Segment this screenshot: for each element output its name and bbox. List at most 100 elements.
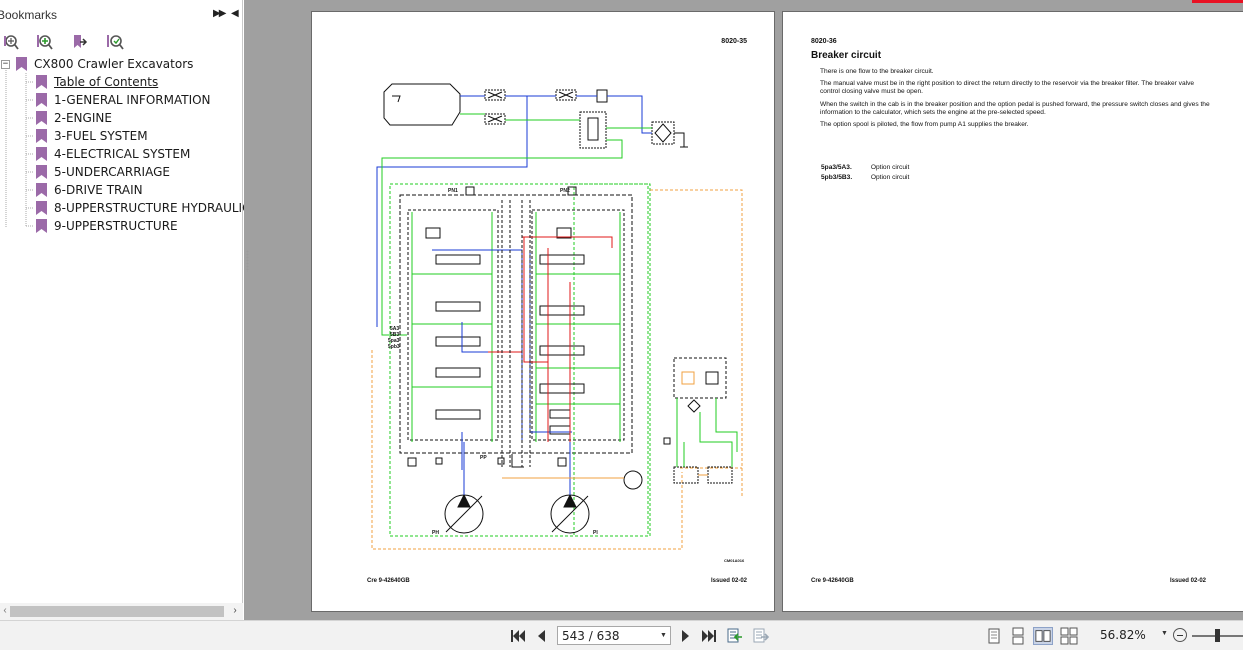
breaker-body xyxy=(383,83,461,126)
bookmark-icon xyxy=(36,165,47,179)
two-page-view-icon[interactable] xyxy=(1033,627,1053,645)
status-toolbar: ▼ 56.82% ▼ xyxy=(0,620,1243,650)
label-pp: PP xyxy=(480,455,487,461)
bookmark-item-table-of-contents[interactable]: Table of Contents xyxy=(36,73,158,91)
bookmark-root[interactable]: CX800 Crawler Excavators xyxy=(16,55,193,73)
control-valve-block xyxy=(399,194,633,454)
previous-view-icon[interactable] xyxy=(726,627,744,645)
bookmark-item-electrical-system[interactable]: 4-ELECTRICAL SYSTEM xyxy=(36,145,190,163)
bookmark-item-upperstructure-hydraulics[interactable]: 8-UPPERSTRUCTURE HYDRAULICS xyxy=(36,199,258,217)
section-body: There is one flow to the breaker circuit… xyxy=(820,68,1210,133)
chevron-down-icon[interactable]: ▼ xyxy=(660,632,667,639)
bookmark-label: CX800 Crawler Excavators xyxy=(34,57,194,71)
panel-splitter-grip[interactable] xyxy=(246,250,249,272)
single-page-view-icon[interactable] xyxy=(984,627,1004,645)
scroll-left-arrow-icon[interactable]: ‹ xyxy=(3,605,7,616)
legend-row: 5pa3/5A3. Option circuit xyxy=(821,163,909,173)
add-bookmark-icon[interactable] xyxy=(36,33,54,51)
bookmarks-header: Bookmarks ▶▶ ◀ xyxy=(0,0,243,30)
expand-bookmark-icon[interactable] xyxy=(2,33,20,51)
label-ph: PH xyxy=(432,530,439,536)
bookmark-properties-icon[interactable] xyxy=(106,33,124,51)
scrollbar-thumb[interactable] xyxy=(10,606,224,617)
bookmark-icon xyxy=(36,75,47,89)
bookmark-icon xyxy=(36,183,47,197)
tree-collapse-toggle[interactable]: − xyxy=(1,59,10,69)
green-line xyxy=(460,113,652,129)
legend-desc: Option circuit xyxy=(870,164,910,171)
two-page-continuous-view-icon[interactable] xyxy=(1059,627,1079,645)
blue-line xyxy=(460,95,652,134)
page-footer-left: Cre 9-42640GB xyxy=(811,578,854,584)
page-footer-right: Issued 02-02 xyxy=(710,578,747,584)
page-number: 8020-35 xyxy=(721,38,747,45)
pdf-page-left: 8020-35 xyxy=(311,11,775,612)
go-to-bookmark-icon[interactable] xyxy=(71,33,89,51)
page-number-input[interactable] xyxy=(562,629,656,643)
zoom-slider-thumb[interactable] xyxy=(1214,629,1220,642)
page-number: 8020-36 xyxy=(811,38,837,45)
page-number-field[interactable]: ▼ xyxy=(557,626,671,645)
paragraph: When the switch in the cab is in the bre… xyxy=(820,100,1210,116)
bookmark-item-drive-train[interactable]: 6-DRIVE TRAIN xyxy=(36,181,143,199)
bookmark-icon xyxy=(36,147,47,161)
first-page-icon[interactable] xyxy=(509,627,527,645)
legend-desc: Option circuit xyxy=(870,174,910,181)
next-page-icon[interactable] xyxy=(676,627,694,645)
orange-pilot-line xyxy=(371,189,743,550)
zoom-level[interactable]: 56.82% xyxy=(1100,628,1146,642)
legend-code: 5pb3/5B3. xyxy=(821,174,853,181)
expand-panel-icon[interactable]: ▶▶ xyxy=(213,8,226,19)
tree-connector-lines xyxy=(5,70,34,227)
label-5b3: 5B3 xyxy=(390,332,399,338)
zoom-out-icon[interactable] xyxy=(1173,628,1187,642)
window-close-strip[interactable] xyxy=(1192,0,1243,3)
bookmark-label: 5-UNDERCARRIAGE xyxy=(54,165,170,179)
bookmark-item-upperstructure[interactable]: 9-UPPERSTRUCTURE xyxy=(36,217,178,235)
page-footer-left: Cre 9-42640GB xyxy=(367,578,410,584)
bookmark-label: 3-FUEL SYSTEM xyxy=(54,129,148,143)
bookmark-icon xyxy=(16,57,27,71)
bookmark-label: 4-ELECTRICAL SYSTEM xyxy=(54,147,191,161)
chevron-down-icon[interactable]: ▼ xyxy=(1161,630,1168,637)
bookmark-item-fuel-system[interactable]: 3-FUEL SYSTEM xyxy=(36,127,148,145)
paragraph: The manual valve must be in the right po… xyxy=(820,80,1195,96)
figure-code: CM01A016 xyxy=(724,558,745,563)
bookmark-label: 6-DRIVE TRAIN xyxy=(54,183,143,197)
bookmark-label: 9-UPPERSTRUCTURE xyxy=(54,219,178,233)
bookmark-label: 8-UPPERSTRUCTURE HYDRAULICS xyxy=(54,201,259,215)
bookmarks-title: Bookmarks xyxy=(0,8,58,22)
previous-page-icon[interactable] xyxy=(533,627,551,645)
label-5pa3: 5pa3 xyxy=(388,338,400,344)
bookmark-label: 2-ENGINE xyxy=(54,111,112,125)
legend-row: 5pb3/5B3. Option circuit xyxy=(821,173,909,183)
label-5a3: 5A3 xyxy=(390,326,399,332)
bookmark-item-engine[interactable]: 2-ENGINE xyxy=(36,109,112,127)
bookmark-icon xyxy=(36,93,47,107)
label-5pb3: 5pb3 xyxy=(388,344,400,350)
section-title: Breaker circuit xyxy=(811,50,882,61)
bookmark-icon xyxy=(36,129,47,143)
label-pi: PI xyxy=(593,530,598,536)
last-page-icon[interactable] xyxy=(700,627,718,645)
collapse-panel-icon[interactable]: ◀ xyxy=(231,8,239,19)
bookmark-icon xyxy=(36,201,47,215)
bookmark-item-general-information[interactable]: 1-GENERAL INFORMATION xyxy=(36,91,211,109)
bookmark-label: 1-GENERAL INFORMATION xyxy=(54,93,211,107)
next-view-icon[interactable] xyxy=(752,627,770,645)
scroll-right-arrow-icon[interactable]: › xyxy=(233,605,237,616)
red-pressure-line xyxy=(488,236,613,442)
bookmark-item-undercarriage[interactable]: 5-UNDERCARRIAGE xyxy=(36,163,170,181)
paragraph: There is one flow to the breaker circuit… xyxy=(820,68,934,75)
label-pn1: PN1 xyxy=(448,188,458,194)
page-footer-right: Issued 02-02 xyxy=(1169,578,1206,584)
paragraph: The option spool is piloted, the flow fr… xyxy=(820,121,1029,129)
continuous-view-icon[interactable] xyxy=(1008,627,1028,645)
bookmarks-panel: Bookmarks ▶▶ ◀ xyxy=(0,0,258,620)
label-pn2: PN2 xyxy=(560,188,570,194)
hydraulic-schematic: PN1 PN2 PH PI PP 5A3 5B3 5pa3 5pb3 xyxy=(371,83,743,550)
legend-code: 5pa3/5A3. xyxy=(821,164,852,171)
document-view[interactable]: 8020-35 xyxy=(244,0,1243,620)
bookmarks-horizontal-scrollbar[interactable]: ‹ › xyxy=(0,603,243,620)
bookmark-icon xyxy=(36,111,47,125)
